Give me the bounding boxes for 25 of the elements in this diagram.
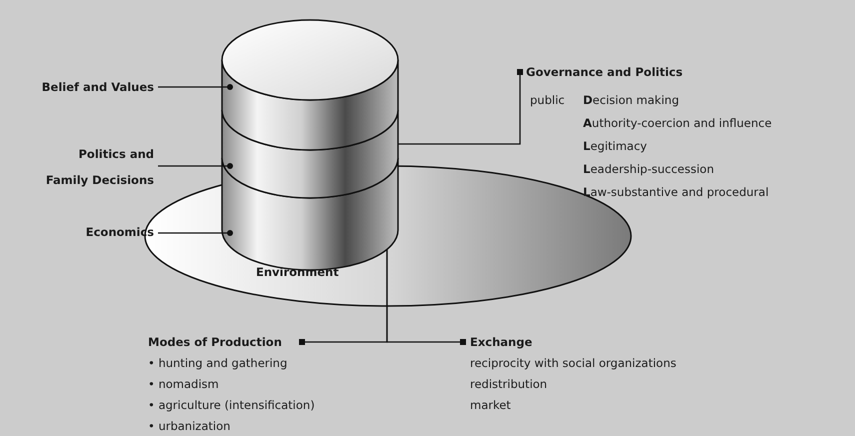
section-heading: Governance and Politics <box>526 64 683 80</box>
list-item: Leadership-succession <box>583 161 714 177</box>
list-item: • agriculture (intensification) <box>148 397 315 413</box>
layer-label: Belief and Values <box>4 79 154 95</box>
leader-line <box>386 249 466 345</box>
list-item: redistribution <box>470 376 548 392</box>
list-item: reciprocity with social organizations <box>470 355 676 371</box>
leader-line <box>158 163 233 169</box>
list-item: Law-substantive and procedural <box>583 184 769 200</box>
leader-line <box>398 69 523 145</box>
leader-line <box>158 84 233 90</box>
layer-label: Politics and Family Decisions <box>42 141 154 193</box>
cylinder-middle-layer <box>221 109 399 199</box>
list-item: Authority-coercion and influence <box>583 115 772 131</box>
list-item: • urbanization <box>148 418 230 434</box>
cylinder-top-layer <box>221 19 399 151</box>
list-item: • hunting and gathering <box>148 355 288 371</box>
section-heading: Modes of Production <box>148 334 282 350</box>
list-item: Decision making <box>583 92 679 108</box>
region-label: Environment <box>256 264 339 280</box>
section-heading: Exchange <box>470 334 532 350</box>
list-item: Legitimacy <box>583 138 647 154</box>
list-item: • nomadism <box>148 376 219 392</box>
list-item: market <box>470 397 511 413</box>
qualifier-text: public <box>530 92 565 108</box>
